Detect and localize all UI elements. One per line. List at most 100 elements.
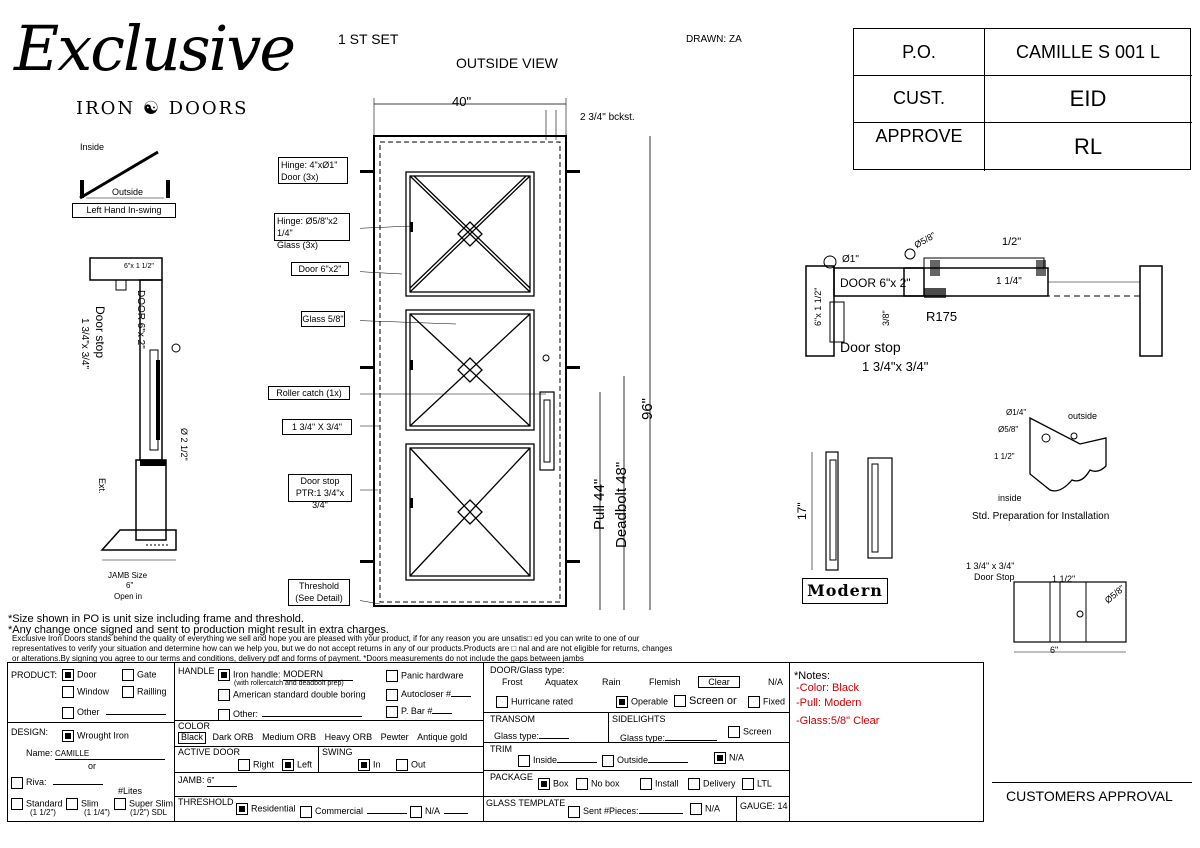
product-other-checkbox[interactable]: [62, 706, 74, 719]
jamb-label: JAMB:: [178, 775, 205, 785]
product-railling-checkbox[interactable]: [122, 686, 134, 698]
swing-out-checkbox[interactable]: [396, 759, 408, 771]
threshold-com-field[interactable]: [367, 803, 408, 814]
product-door-checkbox[interactable]: [62, 669, 74, 681]
color-heavy-orb[interactable]: Heavy ORB: [324, 732, 373, 742]
handle-other-checkbox[interactable]: [218, 708, 230, 721]
product-gate-checkbox[interactable]: [122, 669, 134, 681]
color-medium-orb[interactable]: Medium ORB: [262, 732, 317, 742]
package-box-checkbox[interactable]: [538, 778, 550, 790]
callout-threshold: Threshold(See Detail): [288, 579, 350, 606]
approve-label: APPROVE: [875, 126, 963, 146]
set-label: 1 ST SET: [338, 31, 399, 47]
design-super-checkbox[interactable]: [114, 798, 126, 810]
door-bckst-dim: 2 3/4" bckst.: [580, 112, 635, 123]
stop-detail-w: 1 1/2": [1052, 574, 1076, 584]
glass-na[interactable]: N/A: [768, 677, 784, 687]
notes-color: -Color: Black: [796, 682, 859, 694]
plan-d1: Ø1": [842, 254, 859, 265]
design-name-value[interactable]: CAMILLE: [55, 749, 166, 760]
door-height-dim: 96": [639, 397, 656, 420]
design-standard: Standard: [26, 798, 63, 809]
door-width-dim: 40": [452, 94, 472, 109]
design-slim-checkbox[interactable]: [66, 798, 78, 810]
screen-or: Screen or: [689, 695, 737, 707]
brand-script: Exclusive: [14, 12, 296, 85]
handle-pbar-field[interactable]: [432, 703, 453, 714]
hurricane-checkbox[interactable]: [496, 696, 508, 708]
plan-v1: 6"x 1 1/2": [813, 287, 823, 326]
template-sent-field[interactable]: [638, 803, 683, 814]
trim-inside-checkbox[interactable]: [518, 754, 530, 767]
approval-signature-line[interactable]: [992, 782, 1192, 783]
design-wrought-checkbox[interactable]: [62, 730, 74, 742]
color-pewter[interactable]: Pewter: [380, 732, 409, 742]
brand-ornament-icon: ☯: [142, 98, 162, 119]
design-slim-size: (1 1/4"): [84, 808, 110, 817]
package-install-checkbox[interactable]: [640, 778, 652, 790]
trim-inside-field[interactable]: [557, 752, 598, 763]
jamb-value[interactable]: 6": [207, 776, 238, 787]
screen-or-checkbox[interactable]: [674, 695, 686, 708]
design-lites: #Lites: [118, 786, 143, 796]
jamb-size-value: 6": [126, 581, 134, 590]
design-wrought: Wrought Iron: [77, 730, 129, 741]
product-window-checkbox[interactable]: [62, 686, 74, 698]
handle-autocloser-checkbox[interactable]: [386, 688, 398, 701]
package-delivery: Delivery: [703, 778, 736, 789]
product-other-field[interactable]: [105, 704, 166, 715]
fixed-checkbox[interactable]: [748, 696, 760, 708]
package-ltl-checkbox[interactable]: [742, 778, 754, 790]
handle-pbar-checkbox[interactable]: [386, 705, 398, 718]
notes-pull: -Pull: Modern: [796, 697, 862, 709]
package-install: Install: [655, 778, 679, 789]
package-delivery-checkbox[interactable]: [688, 778, 700, 790]
swing-in-checkbox[interactable]: [358, 759, 370, 771]
handle-iron-value[interactable]: MODERN: [283, 669, 354, 682]
glass-clear[interactable]: Clear: [698, 676, 740, 688]
handle-american-checkbox[interactable]: [218, 689, 230, 701]
notes-glass: -Glass:5/8" Clear: [796, 715, 880, 727]
threshold-na-checkbox[interactable]: [410, 805, 422, 818]
sidelights-screen-checkbox[interactable]: [728, 726, 740, 738]
color-antique-gold[interactable]: Antique gold: [417, 732, 468, 742]
threshold-com-checkbox[interactable]: [300, 805, 312, 818]
design-riva-checkbox[interactable]: [11, 776, 23, 789]
template-na-checkbox[interactable]: [690, 803, 702, 815]
active-right-checkbox[interactable]: [238, 759, 250, 771]
glass-frost[interactable]: Frost: [502, 677, 523, 687]
handle-panic-checkbox[interactable]: [386, 670, 398, 682]
glass-rain[interactable]: Rain: [602, 677, 621, 687]
sidelights-glass-field[interactable]: [665, 730, 718, 741]
color-dark-orb[interactable]: Dark ORB: [212, 732, 254, 742]
trim-inside: Inside: [533, 755, 558, 765]
active-left-checkbox[interactable]: [282, 759, 294, 771]
template-label: GLASS TEMPLATE: [486, 798, 566, 808]
template-sent-checkbox[interactable]: [568, 805, 580, 818]
design-standard-checkbox[interactable]: [11, 798, 23, 810]
handle-label: HANDLE: [178, 666, 215, 676]
operable-checkbox[interactable]: [616, 696, 628, 708]
design-riva-field[interactable]: [52, 774, 103, 785]
color-black-option[interactable]: Black: [178, 732, 207, 744]
glass-flemish[interactable]: Flemish: [649, 677, 681, 687]
trim-outside-checkbox[interactable]: [602, 754, 614, 767]
design-standard-size: (1 1/2"): [30, 808, 56, 817]
active-right: Right: [253, 759, 275, 770]
handle-iron-checkbox[interactable]: [218, 669, 230, 681]
callout-hinge-door: Hinge: 4"xØ1"Door (3x): [278, 157, 348, 184]
transom-glass-field[interactable]: [539, 728, 570, 739]
disclaimer-2: representatives to verify your situation…: [12, 644, 673, 653]
package-nobox-checkbox[interactable]: [576, 778, 588, 790]
threshold-res-checkbox[interactable]: [236, 803, 248, 815]
trim-na-checkbox[interactable]: [714, 752, 726, 764]
trim-outside-field[interactable]: [648, 752, 689, 763]
package-nobox: No box: [591, 778, 620, 789]
handle-panic: Panic hardware: [401, 670, 464, 681]
handle-other-field[interactable]: [262, 706, 363, 717]
handle-autocloser-field[interactable]: [451, 686, 472, 697]
brand-sub-right: DOORS: [168, 98, 249, 119]
glass-aquatex[interactable]: Aquatex: [545, 677, 579, 687]
callout-glass: Glass 5/8": [301, 311, 345, 327]
threshold-na-field[interactable]: [444, 803, 469, 814]
